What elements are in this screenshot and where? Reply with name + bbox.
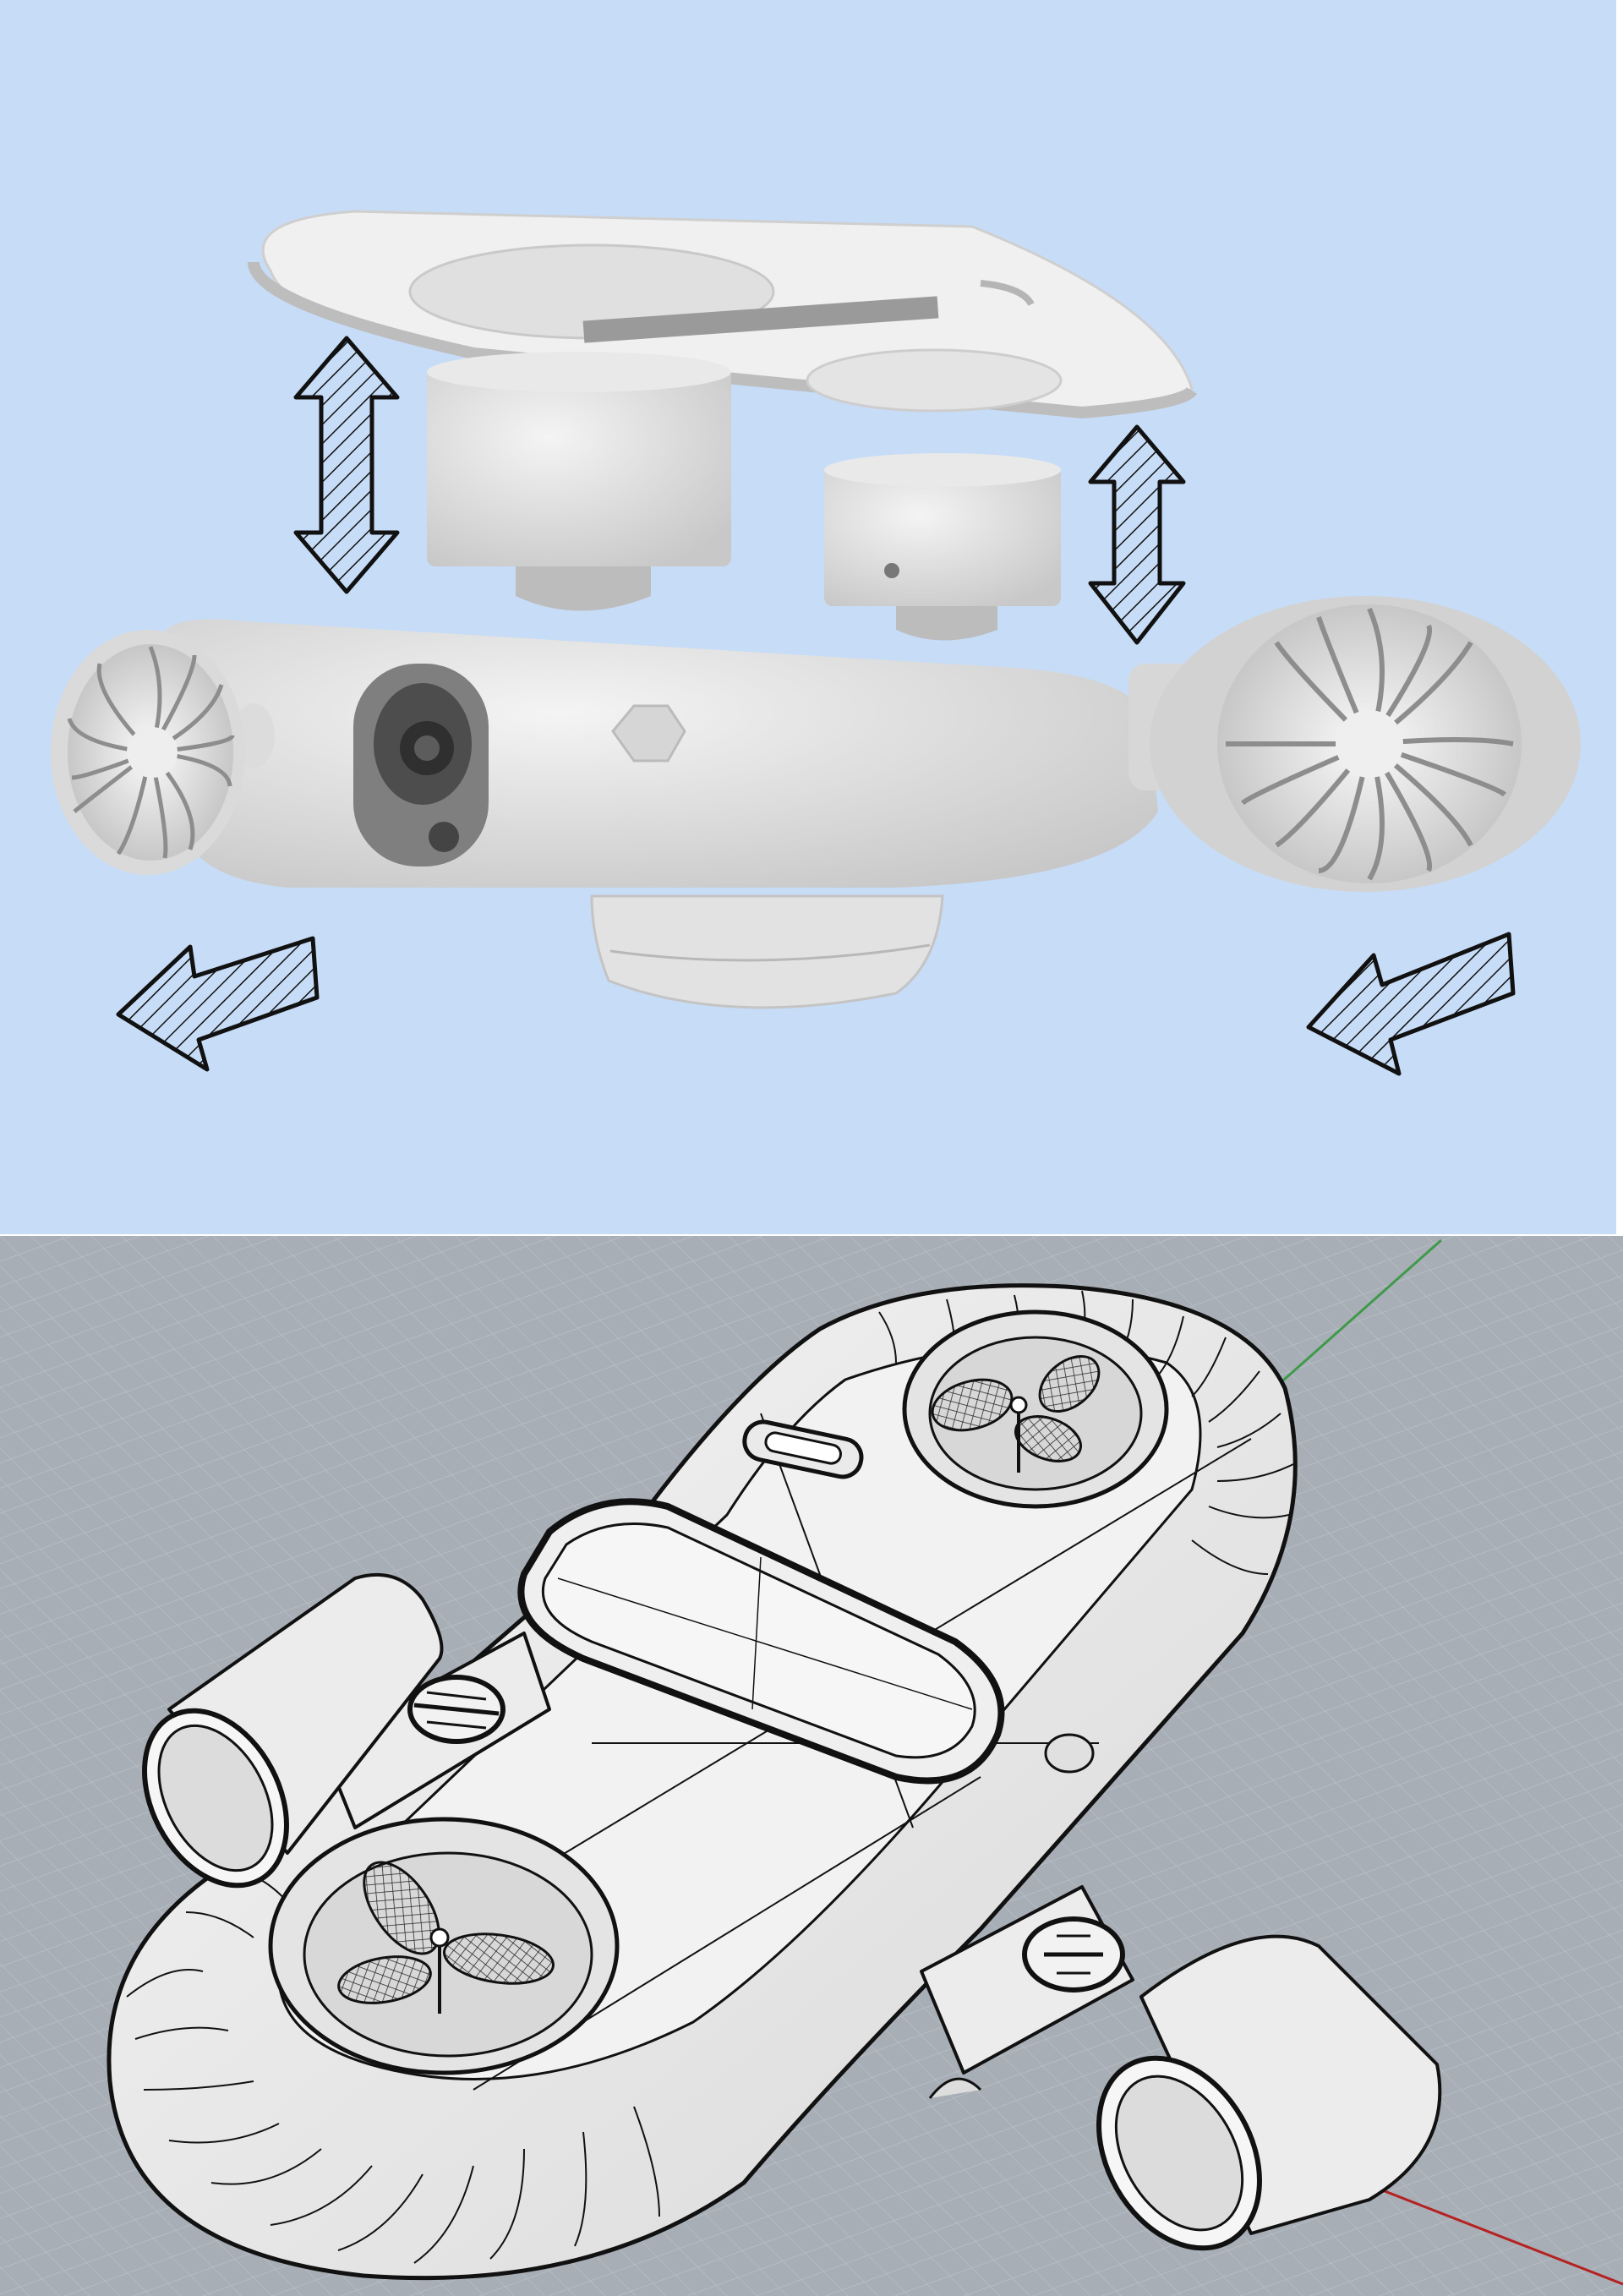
left-thruster bbox=[51, 630, 245, 875]
drone-cad-wireframe bbox=[0, 1236, 1623, 2296]
top-lid bbox=[248, 210, 1197, 419]
main-hull bbox=[161, 619, 1158, 1009]
bottom-propeller-well bbox=[268, 1817, 620, 2075]
left-pointing-hatched-arrow-icon bbox=[116, 936, 320, 1072]
vertical-double-arrow-icon bbox=[293, 336, 400, 594]
left-pointing-hatched-arrow-icon bbox=[1306, 932, 1516, 1076]
top-propeller-well bbox=[902, 1309, 1169, 1509]
left-battery-module bbox=[427, 352, 731, 611]
hull-button bbox=[611, 704, 686, 763]
render-view-panel bbox=[0, 0, 1616, 1234]
drone-wireframe-body bbox=[107, 1283, 1442, 2281]
right-battery-module bbox=[824, 453, 1061, 641]
left-thruster-tube bbox=[142, 1572, 551, 1889]
drone-render-illustration bbox=[51, 210, 1581, 1076]
right-thruster-tube bbox=[920, 1733, 1442, 2251]
cad-wireframe-panel bbox=[0, 1236, 1623, 2296]
y-axis-line bbox=[1276, 1238, 1442, 1388]
right-thruster bbox=[1128, 596, 1581, 892]
vertical-double-arrow-icon bbox=[1088, 424, 1186, 645]
